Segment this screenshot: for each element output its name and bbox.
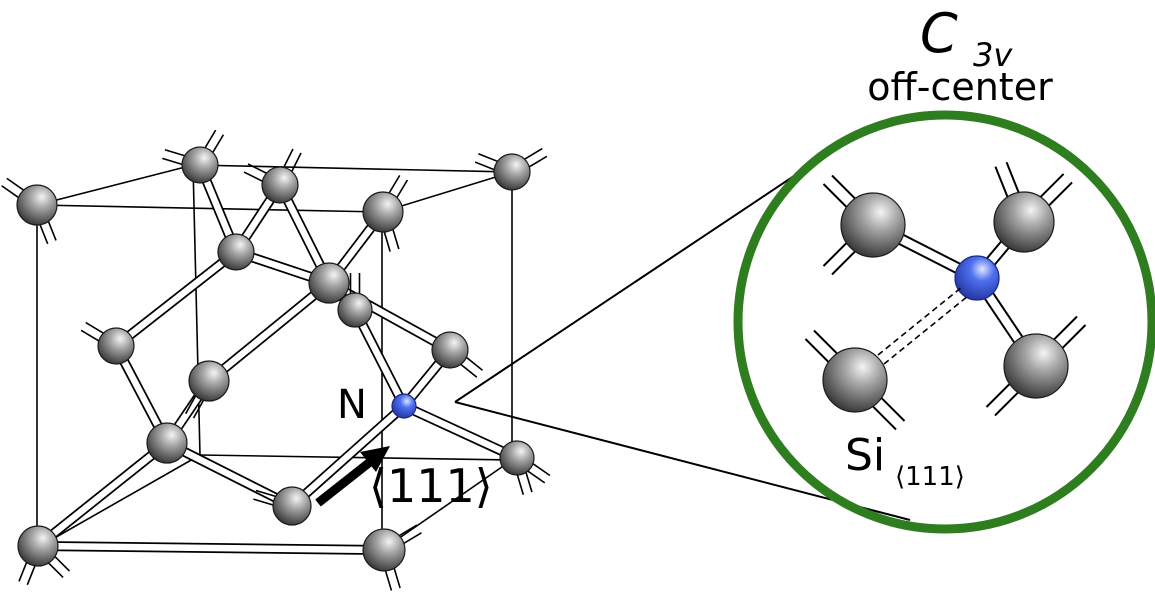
inset-circle <box>733 110 1155 534</box>
atoms <box>16 146 1069 572</box>
dangling-bonds <box>1 129 1087 591</box>
silicon-atom <box>308 262 350 304</box>
silicon-atom <box>17 525 59 567</box>
symmetry-subscript: 3v <box>973 36 1013 74</box>
silicon-atom <box>337 292 373 328</box>
silicon-atom <box>822 347 888 413</box>
silicon-atom <box>217 233 255 271</box>
direction-label: ⟨111⟩ <box>369 459 493 513</box>
bond-a13-N <box>288 402 408 510</box>
bond-a12-a15 <box>34 439 171 550</box>
broken-bond <box>877 286 969 365</box>
host-atom-label: Si <box>845 430 885 481</box>
silicon-atom <box>1003 333 1069 399</box>
bond-a15-a16 <box>37 541 385 555</box>
impurity-label: N <box>337 382 367 428</box>
configuration-label: off-center <box>867 65 1053 109</box>
silicon-atom <box>181 146 219 184</box>
nitrogen-atom <box>391 393 417 419</box>
silicon-atom <box>993 191 1055 253</box>
host-atom-subscript: ⟨111⟩ <box>895 462 965 492</box>
silicon-atom <box>188 360 230 402</box>
direction-arrow <box>315 446 390 507</box>
silicon-atom <box>16 184 58 226</box>
silicon-atom <box>146 422 188 464</box>
silicon-atom <box>261 166 299 204</box>
silicon-atom <box>840 192 906 258</box>
bond-a7-a11 <box>205 279 333 385</box>
silicon-atom <box>362 191 404 233</box>
silicon-atom <box>272 486 312 526</box>
bond-N-a14 <box>401 401 520 463</box>
nitrogen-atom <box>954 255 1000 301</box>
silicon-atom <box>431 331 469 369</box>
silicon-atom <box>493 153 531 191</box>
symmetry-label: C <box>920 2 958 65</box>
silicon-atom <box>97 327 135 365</box>
silicon-atom <box>362 528 406 572</box>
bond-N-a8 <box>350 307 409 409</box>
silicon-atom <box>499 440 535 476</box>
bond-a12-a13 <box>164 438 295 511</box>
bond-a6-a9 <box>112 248 240 350</box>
